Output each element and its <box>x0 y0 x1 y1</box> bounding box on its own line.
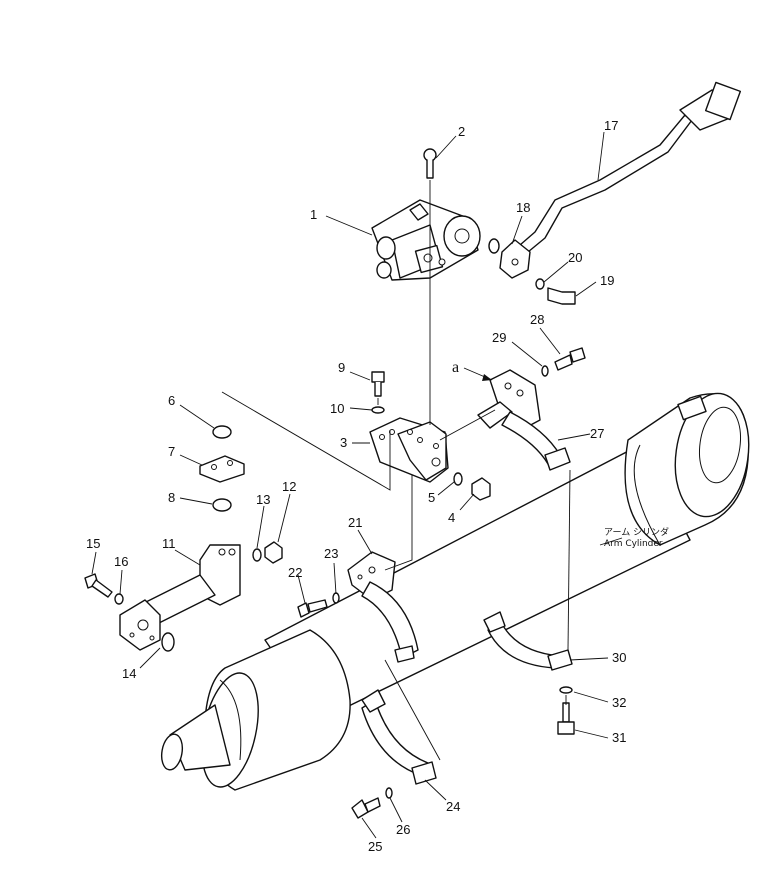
callout-14: 14 <box>122 666 136 681</box>
callout-32: 32 <box>612 695 626 710</box>
cylinder-label-leader <box>599 537 623 546</box>
callout-30: 30 <box>612 650 626 665</box>
callout-25: 25 <box>368 839 382 854</box>
bolt-19 <box>535 278 576 305</box>
callout-20: 20 <box>568 250 582 265</box>
callout-16: 16 <box>114 554 128 569</box>
bolt-9 <box>371 371 385 414</box>
bracket-21 <box>347 551 419 663</box>
callout-10: 10 <box>330 401 344 416</box>
callout-11: 11 <box>162 536 176 551</box>
cylinder-label-japanese: アーム シリンダ <box>604 526 669 538</box>
bracket-27 <box>477 369 571 471</box>
callout-31: 31 <box>612 730 626 745</box>
o-ring-8 <box>212 498 232 512</box>
callout-22: 22 <box>288 565 302 580</box>
plate-7 <box>199 455 245 483</box>
callout-19: 19 <box>600 273 614 288</box>
callout-15: 15 <box>86 536 100 551</box>
callout-28: 28 <box>530 312 544 327</box>
plug-12 <box>264 541 283 564</box>
callout-1: 1 <box>310 207 317 222</box>
arm-cylinder <box>160 392 750 791</box>
callout-9: 9 <box>338 360 345 375</box>
o-ring-14 <box>161 632 175 652</box>
bolt-25 <box>351 787 393 819</box>
callout-24: 24 <box>446 799 460 814</box>
callout-6: 6 <box>168 393 175 408</box>
control-valve <box>371 199 481 281</box>
flange-18 <box>488 238 531 279</box>
callout-8: 8 <box>168 490 175 505</box>
callout-29: 29 <box>492 330 506 345</box>
callout-2: 2 <box>458 124 465 139</box>
callout-5: 5 <box>428 490 435 505</box>
callout-13: 13 <box>256 492 270 507</box>
callout-18: 18 <box>516 200 530 215</box>
callout-numbers: 1 2 3 4 5 6 7 8 9 10 11 12 13 14 15 16 1… <box>86 118 626 854</box>
callout-7: 7 <box>168 444 175 459</box>
clamp-24 <box>361 689 437 785</box>
callout-leaders <box>91 131 609 839</box>
callout-4: 4 <box>448 510 455 525</box>
bolt-28 <box>541 347 586 377</box>
block-3 <box>369 417 449 483</box>
bolt-2 <box>423 148 437 179</box>
callout-17: 17 <box>604 118 618 133</box>
reference-mark-a: a <box>452 359 459 376</box>
bolt-31 <box>557 702 575 735</box>
callout-23: 23 <box>324 546 338 561</box>
washer-32 <box>559 686 573 694</box>
plug-4 <box>471 477 491 501</box>
callout-27: 27 <box>590 426 604 441</box>
callout-26: 26 <box>396 822 410 837</box>
bolt-15 <box>84 573 124 605</box>
pipe-11 <box>119 544 241 651</box>
clamp-30 <box>483 611 573 671</box>
hose-17 <box>519 81 742 253</box>
o-ring-6 <box>212 425 232 439</box>
callout-12: 12 <box>282 479 296 494</box>
callout-21: 21 <box>348 515 362 530</box>
o-ring-5 <box>453 472 463 486</box>
o-ring-13 <box>252 548 262 562</box>
callout-3: 3 <box>340 435 347 450</box>
assembly-lines <box>221 180 571 761</box>
bolt-22 <box>297 592 340 618</box>
cylinder-label-english: Arm Cylinder <box>604 539 663 549</box>
